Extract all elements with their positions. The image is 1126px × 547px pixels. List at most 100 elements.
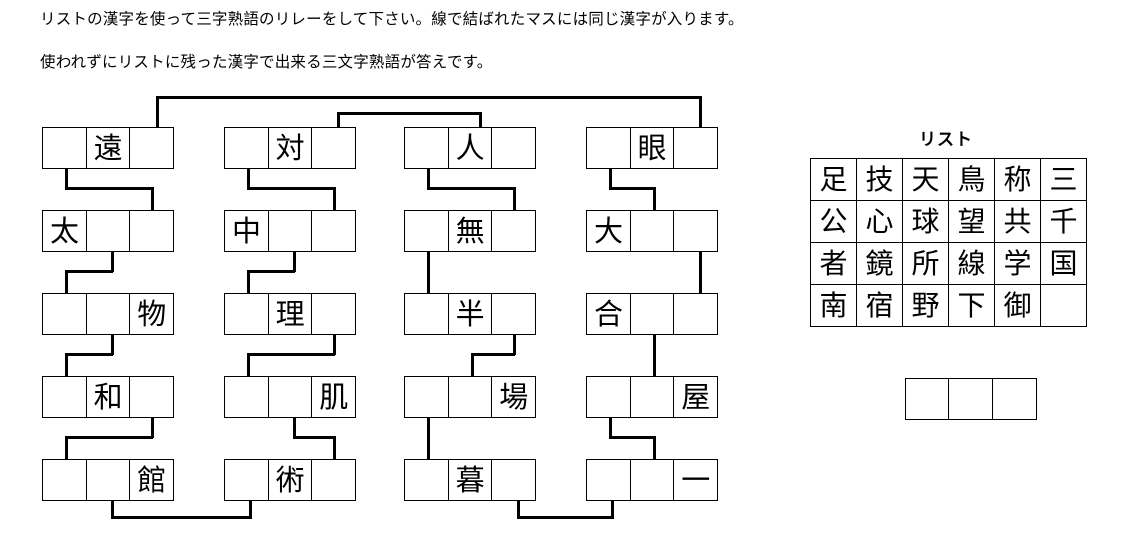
empty-cell[interactable]	[629, 376, 675, 418]
word-block-c4-r2: 大	[586, 210, 719, 252]
connector-c2-r2-r3-a	[293, 252, 296, 272]
filled-cell: 理	[267, 293, 313, 335]
empty-cell[interactable]	[311, 210, 357, 252]
empty-cell[interactable]	[129, 210, 175, 252]
empty-cell[interactable]	[224, 376, 269, 418]
list-kanji-cell[interactable]: 線	[948, 242, 995, 285]
list-kanji-cell[interactable]: 学	[994, 242, 1041, 285]
empty-cell[interactable]	[224, 127, 269, 169]
empty-cell[interactable]	[404, 459, 449, 501]
list-kanji-cell[interactable]: 心	[856, 200, 903, 243]
empty-cell[interactable]	[267, 376, 313, 418]
empty-cell[interactable]	[42, 127, 87, 169]
list-kanji-cell[interactable]: 三	[1040, 158, 1087, 201]
list-kanji-cell[interactable]: 望	[948, 200, 995, 243]
connector-c2-r4-r5-a	[293, 418, 296, 438]
filled-cell: 人	[447, 127, 493, 169]
empty-cell[interactable]	[267, 210, 313, 252]
connector-c2-r3-r4-b	[247, 353, 250, 377]
list-kanji-cell[interactable]: 所	[902, 242, 949, 285]
list-kanji-cell[interactable]: 共	[994, 200, 1041, 243]
word-block-c2-r4: 肌	[224, 376, 357, 418]
list-kanji-cell[interactable]: 野	[902, 284, 949, 327]
empty-cell[interactable]	[629, 293, 675, 335]
list-kanji-cell[interactable]: 御	[994, 284, 1041, 327]
list-kanji-cell[interactable]: 千	[1040, 200, 1087, 243]
empty-cell[interactable]	[404, 210, 449, 252]
list-kanji-cell[interactable]: 南	[810, 284, 857, 327]
empty-cell[interactable]	[673, 127, 719, 169]
filled-cell: 合	[586, 293, 631, 335]
empty-cell[interactable]	[491, 459, 537, 501]
list-kanji-cell[interactable]: 公	[810, 200, 857, 243]
word-block-c3-r2: 無	[404, 210, 537, 252]
list-kanji-cell[interactable]: 技	[856, 158, 903, 201]
empty-cell[interactable]	[491, 293, 537, 335]
connector-c3-r3-r4-a	[513, 335, 516, 355]
empty-cell[interactable]	[224, 459, 269, 501]
connector-c4-r2-r3-straight	[699, 252, 702, 294]
list-kanji-cell[interactable]: 者	[810, 242, 857, 285]
connector-c1-r3-r4-a	[111, 335, 114, 355]
connector-c1-r2-r3-b	[65, 270, 68, 294]
list-kanji-cell[interactable]: 天	[902, 158, 949, 201]
empty-cell[interactable]	[42, 293, 87, 335]
connector-c1-r4-r5-h	[65, 436, 153, 439]
empty-cell[interactable]	[224, 293, 269, 335]
connector-c4-r1-r2-h	[609, 187, 655, 190]
empty-cell[interactable]	[491, 127, 537, 169]
empty-cell[interactable]	[447, 376, 493, 418]
list-kanji-cell[interactable]: 下	[948, 284, 995, 327]
word-block-c1-r3: 物	[42, 293, 175, 335]
puzzle-area: 遠太物和館対中理肌術人無半場暮眼大合屋一	[42, 96, 719, 519]
connector-top-inner-left-stem	[337, 112, 340, 128]
list-kanji-cell[interactable]: 宿	[856, 284, 903, 327]
empty-cell[interactable]	[629, 210, 675, 252]
empty-cell[interactable]	[629, 459, 675, 501]
answer-cell[interactable]	[905, 378, 950, 420]
connector-c1-r4-r5-a	[151, 418, 154, 438]
empty-cell[interactable]	[404, 376, 449, 418]
empty-cell[interactable]	[586, 127, 631, 169]
connector-top-inner-horizontal	[337, 112, 481, 115]
empty-cell[interactable]	[586, 459, 631, 501]
word-block-c2-r1: 対	[224, 127, 357, 169]
connector-bottom-left-stem-b	[249, 501, 252, 519]
empty-cell[interactable]	[491, 210, 537, 252]
empty-cell[interactable]	[586, 376, 631, 418]
instruction-line-1: リストの漢字を使って三字熟語のリレーをして下さい。線で結ばれたマスには同じ漢字が…	[40, 11, 744, 28]
empty-cell[interactable]	[85, 210, 131, 252]
answer-boxes[interactable]	[905, 378, 1037, 420]
list-kanji-cell[interactable]: 球	[902, 200, 949, 243]
empty-cell[interactable]	[404, 293, 449, 335]
answer-cell[interactable]	[948, 378, 994, 420]
empty-cell[interactable]	[85, 459, 131, 501]
empty-cell[interactable]	[129, 376, 175, 418]
connector-c4-r1-r2-b	[653, 187, 656, 211]
connector-c4-r4-r5-a	[609, 418, 612, 438]
list-kanji-cell[interactable]: 鳥	[948, 158, 995, 201]
connector-c1-r2-r3-a	[111, 252, 114, 272]
empty-cell[interactable]	[311, 459, 357, 501]
connector-top-outer-horizontal	[156, 96, 702, 99]
word-block-c1-r1: 遠	[42, 127, 175, 169]
connector-c3-r1-r2-a	[427, 169, 430, 189]
list-kanji-cell[interactable]: 国	[1040, 242, 1087, 285]
empty-cell[interactable]	[42, 459, 87, 501]
empty-cell[interactable]	[311, 293, 357, 335]
empty-cell[interactable]	[129, 127, 175, 169]
list-kanji-cell[interactable]: 鏡	[856, 242, 903, 285]
list-kanji-cell[interactable]: 称	[994, 158, 1041, 201]
empty-cell[interactable]	[311, 127, 357, 169]
empty-cell[interactable]	[85, 293, 131, 335]
empty-cell[interactable]	[42, 376, 87, 418]
empty-cell[interactable]	[673, 293, 719, 335]
empty-cell[interactable]	[404, 127, 449, 169]
connector-top-inner-right-stem	[479, 112, 482, 128]
empty-cell[interactable]	[673, 210, 719, 252]
list-kanji-cell[interactable]: 足	[810, 158, 857, 201]
connector-c1-r4-r5-b	[65, 436, 68, 460]
connector-c2-r2-r3-h	[247, 270, 295, 273]
list-empty-cell[interactable]	[1040, 284, 1087, 327]
answer-cell[interactable]	[991, 378, 1037, 420]
